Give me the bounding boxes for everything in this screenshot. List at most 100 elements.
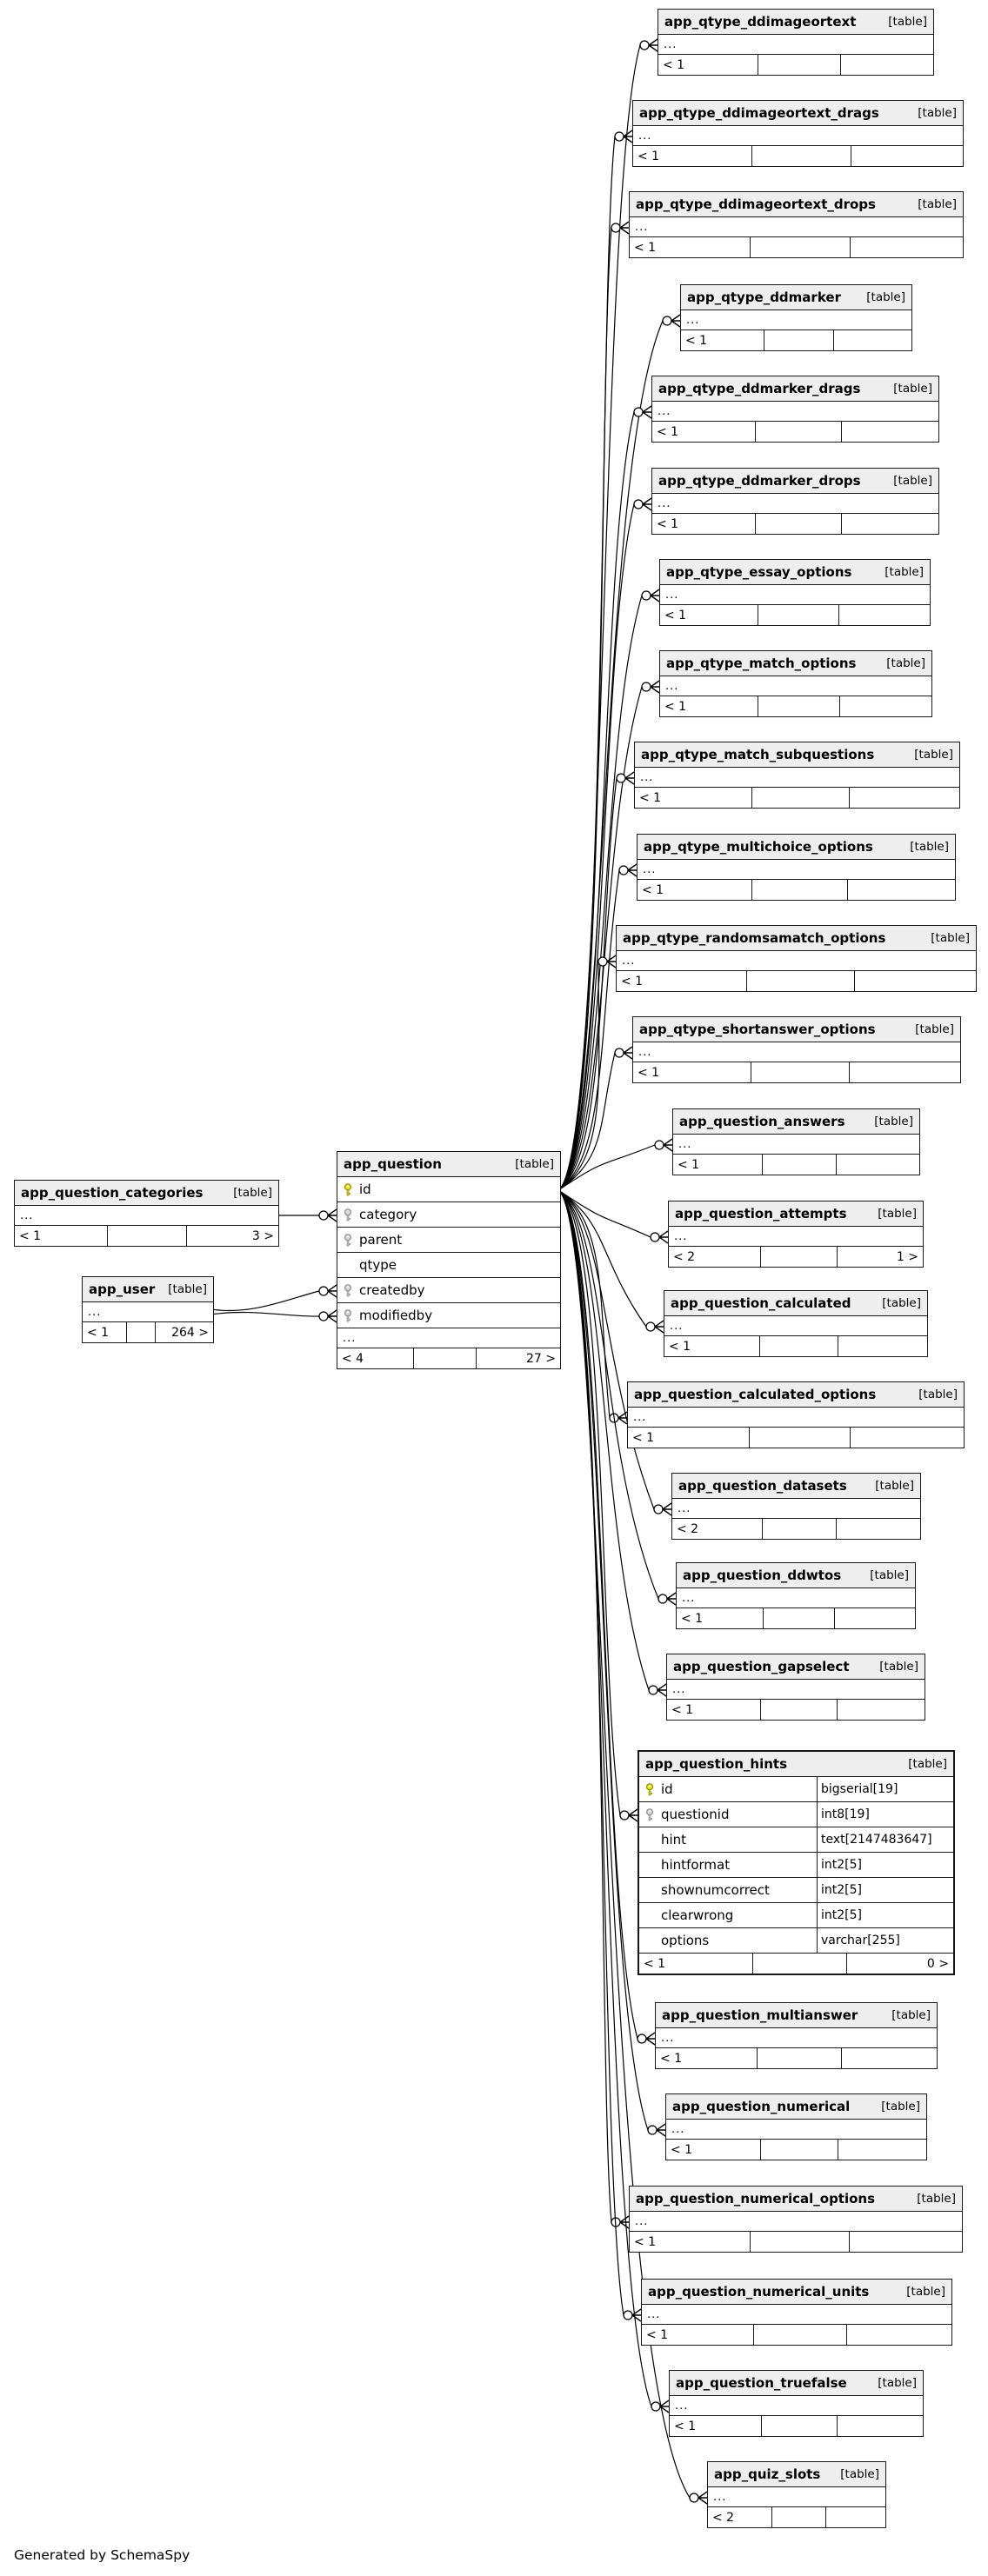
table-name: app_qtype_ddimageortext_drops [636,196,876,212]
table-footer: < 1 [673,1155,919,1175]
table-footer: < 1 [617,971,976,991]
table-name: app_question_truefalse [676,2375,847,2391]
table-type-tag: [table] [931,931,970,945]
ellipsis-row: ... [660,676,931,696]
table-name: app_question_multianswer [662,2007,858,2023]
table-app_question_datasets[interactable]: app_question_datasets[table]...< 2 [671,1473,921,1540]
table-app_question_answers[interactable]: app_question_answers[table]...< 1 [672,1108,920,1175]
ellipsis-row: ... [658,35,933,55]
table-type-tag: [table] [882,1296,921,1310]
table-app_question_truefalse[interactable]: app_question_truefalse[table]...< 1 [669,2370,924,2437]
footer-middle-cell [745,971,854,991]
footer-middle-cell [762,1608,834,1628]
table-type-tag: [table] [885,565,924,579]
field-type: int8[19] [817,1802,953,1827]
table-app_question_calculated_options[interactable]: app_question_calculated_options[table]..… [627,1381,965,1448]
crow-foot-connector [654,1320,664,1334]
footer-middle-cell [758,696,839,716]
footer-parent-count: < 1 [644,1956,666,1971]
table-app_question_ddwtos[interactable]: app_question_ddwtos[table]...< 1 [676,1562,916,1629]
table-app_qtype_ddimageortext[interactable]: app_qtype_ddimageortext[table]...< 1 [658,9,934,76]
crow-foot-connector [663,1138,673,1152]
table-app_question_calculated[interactable]: app_question_calculated[table]...< 1 [664,1290,928,1357]
table-app_question_gapselect[interactable]: app_question_gapselect[table]...< 1 [666,1654,925,1721]
table-header: app_user[table] [83,1277,213,1302]
table-type-tag: [table] [886,656,925,670]
relationship-edge [557,1189,611,1419]
table-field-row: parent [337,1228,560,1253]
table-app_qtype_ddmarker[interactable]: app_qtype_ddmarker[table]...< 1 [680,284,912,351]
table-name: app_qtype_ddimageortext [664,14,857,30]
table-app_qtype_multichoice_options[interactable]: app_qtype_multichoice_options[table]...<… [637,834,956,901]
footer-child-count [838,1336,927,1356]
footer-child-count [838,696,931,716]
crow-foot-connector [656,2123,666,2137]
table-app_question_numerical_options[interactable]: app_question_numerical_options[table]...… [629,2186,963,2253]
field-name: category [359,1207,417,1222]
table-header: app_qtype_ddmarker_drops[table] [652,469,938,494]
ellipsis-row: ... [630,217,963,237]
table-name: app_question_numerical_options [636,2191,876,2207]
no-key-icon [644,1934,656,1947]
crow-foot-connector [606,955,617,968]
table-app_qtype_match_options[interactable]: app_qtype_match_options[table]...< 1 [659,650,932,717]
relationship-edge [557,1189,612,2223]
footer-parent-count: < 1 [638,1065,660,1080]
table-app_quiz_slots[interactable]: app_quiz_slots[table]...< 2 [707,2461,886,2528]
field-type: bigserial[19] [817,1777,953,1801]
table-app_qtype_ddimageortext_drags[interactable]: app_qtype_ddimageortext_drags[table]...<… [632,100,964,167]
crow-foot-connector [623,130,633,143]
crow-foot-connector [662,1502,672,1516]
table-footer: < 1 [628,1428,964,1448]
table-app_question_numerical_units[interactable]: app_question_numerical_units[table]...< … [641,2279,952,2346]
footer-middle-cell [751,146,851,166]
table-app_question_multianswer[interactable]: app_question_multianswer[table]...< 1 [655,2002,938,2069]
table-app_qtype_ddmarker_drags[interactable]: app_qtype_ddmarker_drags[table]...< 1 [651,376,939,443]
table-app_qtype_randomsamatch_options[interactable]: app_qtype_randomsamatch_options[table]..… [616,925,977,992]
table-app_qtype_essay_options[interactable]: app_qtype_essay_options[table]...< 1 [659,559,931,626]
footer-middle-cell [748,1428,850,1448]
footer-middle-cell [755,514,841,534]
zero-one-circle [609,1413,619,1423]
zero-one-circle [650,1232,660,1242]
table-app_qtype_match_subquestions[interactable]: app_qtype_match_subquestions[table]...< … [634,742,960,809]
ellipsis-row: ... [630,2212,962,2232]
ellipsis-row: ... [635,768,959,788]
table-type-tag: [table] [866,290,905,304]
footer-middle-cell [125,1322,155,1342]
table-app_question_numerical[interactable]: app_question_numerical[table]...< 1 [665,2093,927,2160]
footer-child-count [835,1155,919,1175]
table-footer: < 1 [660,696,931,716]
footer-middle-cell [107,1226,186,1246]
table-app_qtype_shortanswer_options[interactable]: app_qtype_shortanswer_options[table]...<… [632,1016,961,1083]
table-header: app_qtype_ddimageortext [table] [658,10,933,35]
footer-child-count: 27 > [475,1348,560,1368]
relationship-edge [557,869,620,1191]
field-name: createdby [359,1282,425,1298]
footer-middle-cell [413,1348,476,1368]
crow-foot-connector [650,589,660,602]
ellipsis-row: ... [669,1227,923,1247]
footer-parent-count: < 1 [657,516,679,531]
table-app_qtype_ddmarker_drops[interactable]: app_qtype_ddmarker_drops[table]...< 1 [651,468,939,535]
relationship-edge [557,44,641,1191]
zero-one-circle [653,1504,664,1514]
footer-middle-cell [751,1954,846,1974]
table-app_qtype_ddimageortext_drops[interactable]: app_qtype_ddimageortext_drops[table]...<… [629,191,964,258]
table-type-tag: [table] [910,840,949,854]
table-type-tag: [table] [891,2008,931,2022]
relationship-edge [557,777,618,1191]
footer-parent-count: < 1 [632,1430,655,1445]
relationship-edge [557,1189,624,2316]
table-name: app_question_categories [21,1185,204,1201]
zero-one-circle [597,956,608,967]
table-type-tag: [table] [893,382,932,396]
ellipsis-row: ... [633,1042,960,1062]
table-type-tag: [table] [888,15,927,29]
